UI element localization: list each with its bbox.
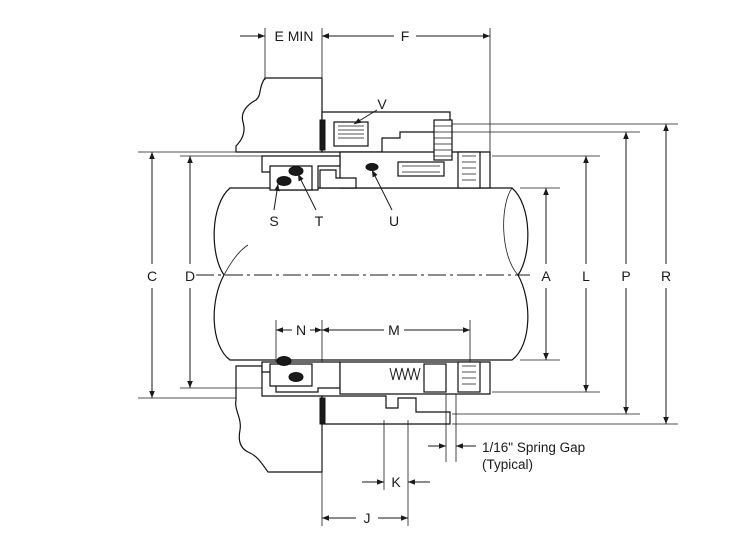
label-n: N — [296, 322, 306, 338]
spring-gap-note-typical: (Typical) — [482, 457, 533, 472]
label-s: S — [269, 213, 278, 229]
seal-assembly-upper — [261, 111, 491, 191]
label-k: K — [391, 474, 401, 490]
label-p: P — [621, 268, 630, 284]
spring-gap-note: 1/16" Spring Gap — [482, 440, 585, 455]
seal-assembly-lower — [261, 356, 491, 425]
extension-lines — [138, 28, 678, 526]
label-m: M — [388, 322, 400, 338]
housing-lower — [235, 365, 323, 473]
label-f: F — [401, 28, 410, 44]
dimension-text: E MIN F V S T U C D A L P R N M K J 1/16… — [147, 28, 671, 526]
label-d: D — [185, 268, 195, 284]
label-r: R — [661, 268, 671, 284]
label-a: A — [541, 268, 551, 284]
label-j: J — [364, 510, 371, 526]
leader-lines — [273, 109, 393, 211]
dimension-lines — [149, 33, 669, 521]
label-e-min: E MIN — [275, 28, 314, 44]
label-l: L — [582, 268, 590, 284]
shaft — [213, 187, 529, 361]
label-t: T — [315, 213, 324, 229]
housing-upper — [235, 77, 323, 153]
label-v: V — [377, 96, 387, 112]
label-u: U — [389, 213, 399, 229]
label-c: C — [147, 268, 157, 284]
